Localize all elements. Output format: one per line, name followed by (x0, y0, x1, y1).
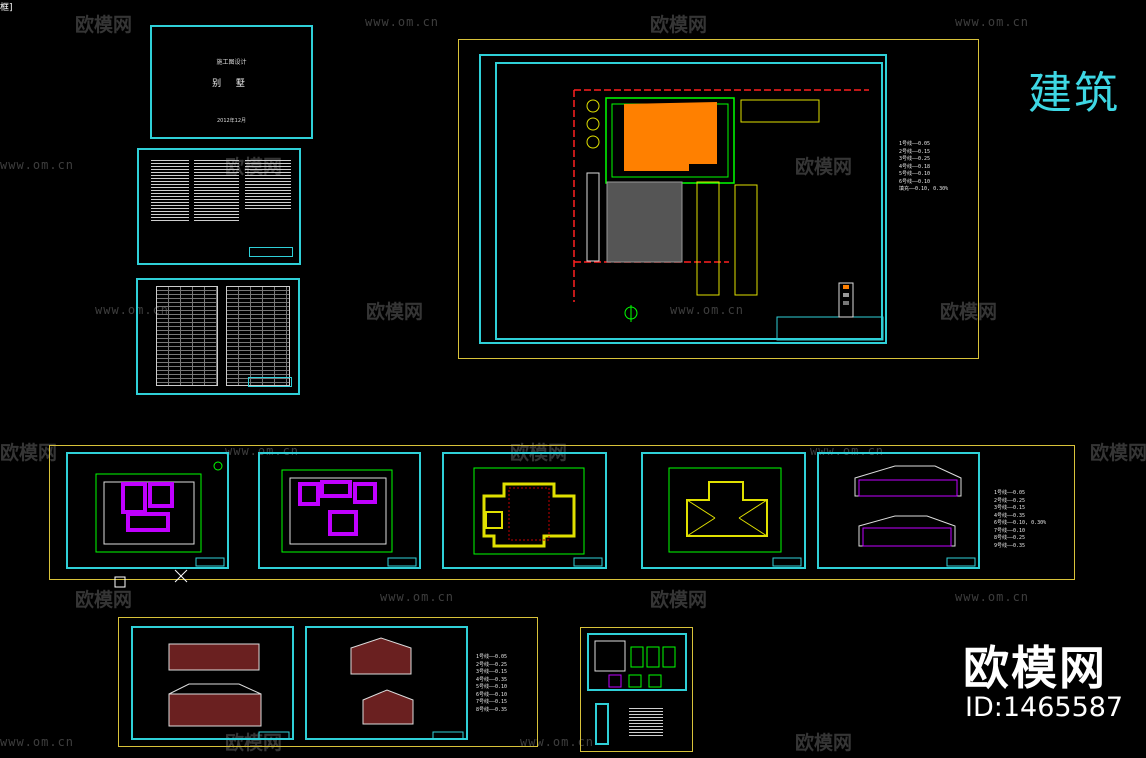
watermark-url: www.om.cn (0, 735, 75, 749)
design-notes-sheet[interactable] (137, 148, 301, 265)
legend-line: 填充——0.10, 0.30% (899, 186, 949, 192)
legend-line: 2号线——0.25 (476, 661, 508, 668)
schedule-table (226, 286, 290, 386)
legend-line: 8号线——0.25 (994, 535, 1026, 541)
brand-watermark: 欧模网 (963, 641, 1107, 695)
elevation-sheet-2 (305, 626, 468, 740)
cover-sheet[interactable]: 施工图设计 别 墅 2012年12月 (150, 25, 313, 139)
watermark-url: www.om.cn (810, 444, 885, 458)
legend-line: 2号线——0.25 (994, 497, 1026, 504)
watermark-url: www.om.cn (0, 158, 75, 172)
legend-line: 5号线——0.10 (899, 171, 931, 177)
watermark-brand: 欧模网 (940, 301, 998, 323)
corner-label: 框] (0, 3, 13, 13)
legend-line: 7号线——0.15 (476, 699, 508, 705)
elevation-drawing (168, 643, 290, 740)
cover-date: 2012年12月 (216, 118, 247, 124)
detail-outer-frame[interactable] (580, 627, 693, 752)
legend-line: 3号线——0.15 (994, 505, 1026, 511)
legend-line: 4号线——0.35 (476, 676, 508, 683)
roof-plan-sheet-2[interactable] (641, 452, 806, 569)
elevation-legend: 1号线——0.05 2号线——0.25 3号线——0.15 4号线——0.35 … (476, 654, 507, 714)
detail-drawing (594, 640, 676, 688)
watermark-url: www.om.cn (380, 590, 455, 604)
plans-outer-frame[interactable] (49, 445, 1075, 580)
site-legend: 1号线——0.05 2号线——0.15 3号线——0.25 4号线——0.18 … (899, 141, 948, 194)
architecture-label: 建筑 (1028, 68, 1120, 119)
roof-plan-drawing (473, 467, 603, 567)
site-plan-outer-frame[interactable]: 1号线——0.05 2号线——0.15 3号线——0.25 4号线——0.18 … (458, 39, 979, 359)
cover-title: 别 墅 (212, 79, 251, 89)
floor-plan-sheet-1[interactable] (66, 452, 229, 569)
elevation-sheet-1 (131, 626, 294, 740)
watermark-brand: 欧模网 (0, 442, 58, 464)
floor-plan-sheet-2[interactable] (258, 452, 421, 569)
watermark-brand: 欧模网 (225, 732, 283, 754)
watermark-url: www.om.cn (955, 590, 1030, 604)
schedule-sheet[interactable] (136, 278, 300, 395)
floor-plan-drawing (95, 461, 225, 567)
legend-line: 1号线——0.05 (994, 490, 1026, 496)
site-plan-frame (479, 54, 887, 344)
roof-plan-drawing (668, 467, 802, 567)
elevation-drawing (350, 637, 464, 740)
plan-legend: 1号线——0.05 2号线——0.25 3号线——0.15 4号线——0.35 … (994, 490, 1046, 550)
watermark-brand: 欧模网 (75, 14, 133, 36)
title-block (248, 377, 292, 387)
legend-line: 6号线——0.10 (899, 178, 931, 185)
watermark-brand: 欧模网 (650, 14, 708, 36)
watermark-url: www.om.cn (520, 735, 595, 749)
legend-line: 6号线——0.10 (476, 691, 508, 698)
legend-line: 1号线——0.05 (476, 654, 508, 660)
site-plan-inner-frame (495, 62, 883, 340)
watermark-url: www.om.cn (365, 15, 440, 29)
legend-line: 3号线——0.15 (476, 669, 508, 675)
watermark-url: www.om.cn (225, 444, 300, 458)
legend-line: 5号线——0.10 (476, 684, 508, 690)
watermark-brand: 欧模网 (650, 589, 708, 611)
cad-cursor[interactable] (110, 565, 190, 595)
section-sheet[interactable] (817, 452, 980, 569)
watermark-brand: 欧模网 (795, 732, 853, 754)
notes-text-column (151, 158, 189, 223)
watermark-brand: 欧模网 (1090, 442, 1146, 464)
legend-line: 1号线——0.05 (899, 141, 931, 147)
legend-line: 3号线——0.25 (899, 156, 931, 162)
legend-line: 4号线——0.18 (899, 163, 931, 170)
legend-line: 8号线——0.35 (476, 706, 508, 713)
detail-notes (629, 706, 663, 738)
watermark-brand: 欧模网 (795, 156, 853, 178)
detail-sheet (587, 633, 687, 691)
legend-line: 2号线——0.15 (899, 148, 931, 155)
watermark-brand: 欧模网 (366, 301, 424, 323)
legend-line: 4号线——0.35 (994, 512, 1026, 519)
roof-plan-sheet-1[interactable] (442, 452, 607, 569)
legend-line: 7号线——0.10 (994, 527, 1026, 534)
elevations-outer-frame[interactable]: 1号线——0.05 2号线——0.25 3号线——0.15 4号线——0.35 … (118, 617, 538, 747)
legend-line: 6号线——0.10, 0.30% (994, 520, 1047, 526)
cover-header: 施工图设计 (216, 59, 247, 66)
watermark-url: www.om.cn (955, 15, 1030, 29)
notes-text-column (245, 158, 291, 211)
notes-text-column (194, 158, 239, 223)
floor-plan-drawing (281, 469, 417, 567)
model-id: ID:1465587 (965, 692, 1124, 723)
detail-sheet-small (595, 703, 609, 745)
watermark-brand: 欧模网 (75, 589, 133, 611)
schedule-table (156, 286, 218, 386)
legend-line: 9号线——0.35 (994, 542, 1026, 549)
watermark-url: www.om.cn (670, 303, 745, 317)
watermark-url: www.om.cn (95, 303, 170, 317)
site-plan-drawing (573, 89, 884, 341)
title-block (249, 247, 293, 257)
section-drawing (854, 465, 976, 567)
